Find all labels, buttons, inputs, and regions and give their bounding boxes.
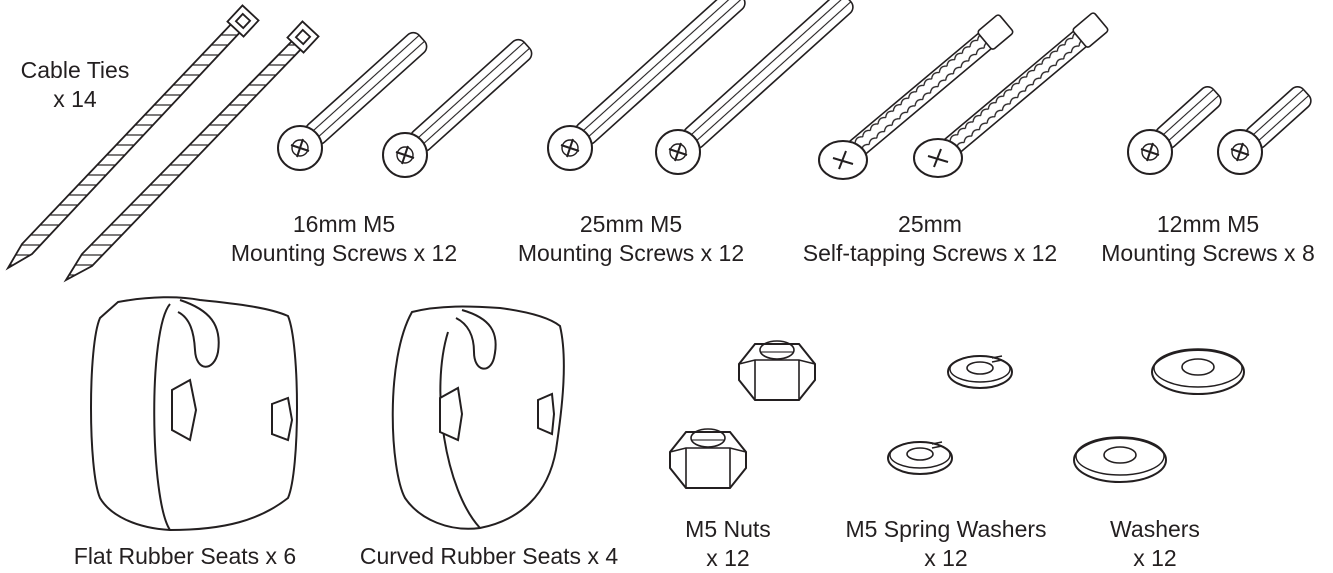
screws-25mm-desc: Mounting Screws x 12 [517,240,745,266]
screws-16mm-label: 16mm M5 Mounting Screws x 12 [214,210,474,268]
nuts-name: M5 Nuts [685,516,771,542]
screws-25mm-label: 25mm M5 Mounting Screws x 12 [500,210,762,268]
nuts-label: M5 Nuts x 12 [668,515,788,573]
cable-ties-name: Cable Ties [20,57,130,83]
curved-seats-label: Curved Rubber Seats x 4 [340,542,638,571]
mounting-screw-12mm-icon [1127,82,1226,175]
m5-spring-washer-icon [947,355,1013,389]
washer-icon [1073,436,1167,483]
self-tapping-size: 25mm [898,211,962,237]
screws-12mm-desc: Mounting Screws x 8 [1101,240,1315,266]
screws-16mm-size: 16mm M5 [292,211,396,237]
mounting-screw-25mm-icon [547,0,750,171]
spring-washers-name: M5 Spring Washers [845,516,1047,542]
self-tapping-desc: Self-tapping Screws x 12 [802,240,1058,266]
m5-spring-washer-icon [887,441,953,475]
flat-seats-label: Flat Rubber Seats x 6 [55,542,315,571]
nuts-quantity: x 12 [706,545,750,571]
cable-tie-icon [5,4,260,271]
spring-washers-quantity: x 12 [924,545,968,571]
self-tapping-screw-icon [913,10,1110,178]
self-tapping-label: 25mm Self-tapping Screws x 12 [785,210,1075,268]
curved-rubber-seat-icon [391,305,565,530]
cable-tie-icon [63,20,320,283]
screws-25mm-size: 25mm M5 [579,211,683,237]
washers-label: Washers x 12 [1090,515,1220,573]
washer-icon [1151,348,1245,395]
washers-name: Washers [1110,516,1200,542]
screws-12mm-label: 12mm M5 Mounting Screws x 8 [1088,210,1328,268]
m5-nut-icon [738,340,816,401]
cable-ties-quantity: x 14 [53,86,97,112]
flat-seats-desc: Flat Rubber Seats x 6 [73,543,297,569]
flat-rubber-seat-icon [90,296,298,532]
curved-seats-desc: Curved Rubber Seats x 4 [359,543,619,569]
spring-washers-label: M5 Spring Washers x 12 [830,515,1062,573]
m5-nut-icon [669,428,747,489]
screws-16mm-desc: Mounting Screws x 12 [230,240,458,266]
washers-quantity: x 12 [1133,545,1177,571]
mounting-screw-12mm-icon [1217,82,1316,175]
cable-ties-label: Cable Ties x 14 [8,56,142,114]
screws-12mm-size: 12mm M5 [1156,211,1260,237]
